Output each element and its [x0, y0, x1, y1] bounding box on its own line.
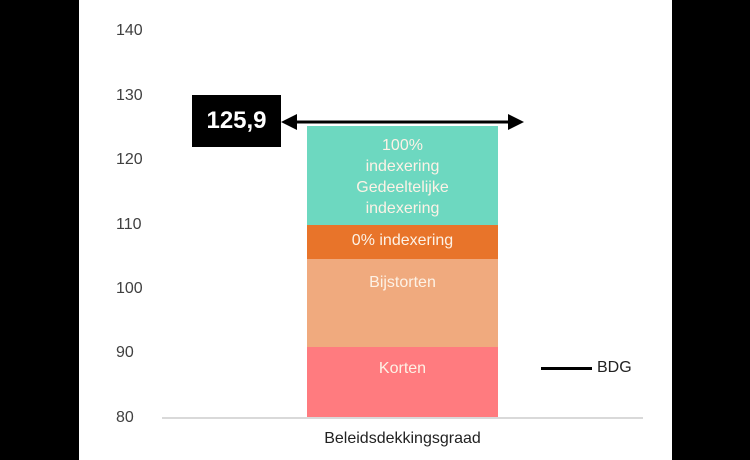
y-tick-80: 80 [116, 409, 134, 426]
legend-label: BDG [597, 359, 632, 376]
y-tick-90: 90 [116, 344, 134, 361]
value-label-box: 125,9 [192, 95, 281, 147]
legend-line-icon [541, 367, 592, 370]
segment-label: indexering [365, 200, 440, 217]
segment-indexering: 100% indexering Gedeeltelijke indexering [307, 126, 498, 225]
segment-label: indexering [365, 158, 440, 175]
y-tick-120: 120 [116, 151, 143, 168]
x-category-label: Beleidsdekkingsgraad [324, 430, 481, 447]
x-axis-line [162, 417, 643, 419]
stacked-bar: 100% indexering Gedeeltelijke indexering… [307, 126, 498, 418]
y-tick-100: 100 [116, 280, 143, 297]
segment-label: 100% [382, 137, 423, 154]
segment-korten: Korten [307, 347, 498, 418]
segment-bijstorten: Bijstorten [307, 259, 498, 347]
segment-label: Korten [378, 360, 427, 377]
segment-0pct-indexering: 0% indexering [307, 225, 498, 259]
y-tick-130: 130 [116, 87, 143, 104]
value-label: 125,9 [206, 107, 267, 134]
segment-label: Bijstorten [369, 274, 436, 291]
double-arrow-icon [281, 114, 524, 130]
segment-label: 0% indexering [351, 232, 454, 249]
y-tick-140: 140 [116, 22, 143, 39]
segment-label: Gedeeltelijke [356, 179, 449, 196]
y-tick-110: 110 [116, 216, 142, 233]
